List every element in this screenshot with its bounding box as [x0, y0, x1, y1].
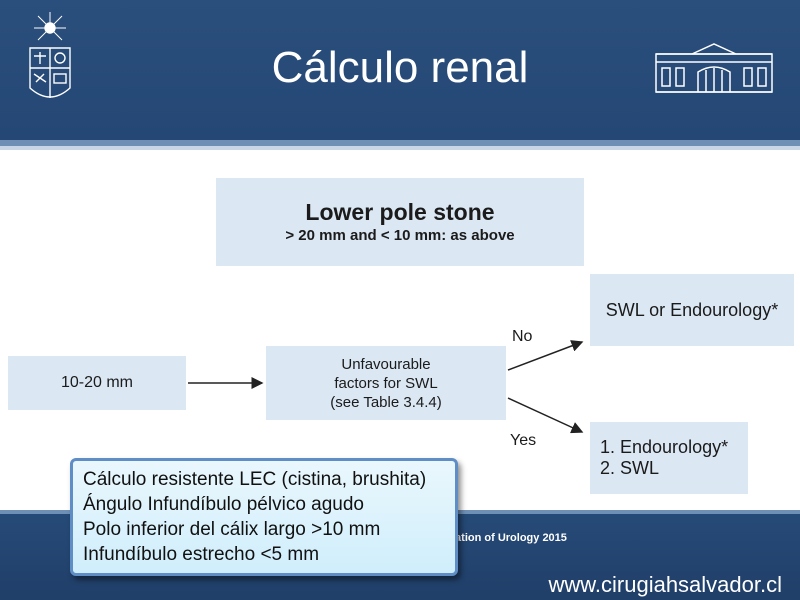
header-divider-light [0, 146, 800, 150]
factors-line-2: factors for SWL [334, 374, 438, 392]
source-citation: iation of Urology 2015 [452, 532, 567, 544]
slide-title: Cálculo renal [271, 43, 529, 92]
callout-line-2: Ángulo Infundíbulo pélvico agudo [83, 494, 365, 515]
size-range-label: 10-20 mm [60, 374, 134, 391]
building-facade-icon [655, 43, 773, 93]
arrow-factors-to-yes [507, 397, 584, 434]
no-outcome-box: SWL or Endourology* [590, 274, 794, 346]
website-url: www.cirugiahsalvador.cl [548, 572, 782, 597]
no-edge-label: No [512, 328, 533, 345]
header-band [0, 0, 800, 140]
risk-factors-callout: Cálculo resistente LEC (cistina, brushit… [70, 458, 458, 576]
yes-outcome-line-2: 2. SWL [600, 458, 660, 478]
size-range-box: 10-20 mm [8, 356, 186, 410]
callout-line-4: Infundíbulo estrecho <5 mm [83, 544, 320, 565]
unfavourable-factors-box: Unfavourable factors for SWL (see Table … [266, 346, 506, 420]
yes-outcome-line-1: 1. Endourology* [600, 437, 729, 457]
lower-pole-stone-box: Lower pole stone > 20 mm and < 10 mm: as… [216, 178, 584, 266]
header-divider [0, 140, 800, 146]
callout-line-1: Cálculo resistente LEC (cistina, brushit… [83, 469, 427, 490]
no-outcome-label: SWL or Endourology* [605, 299, 779, 320]
yes-outcome-box: 1. Endourology* 2. SWL [590, 422, 748, 494]
yes-edge-label: Yes [510, 432, 537, 449]
lower-pole-stone-title: Lower pole stone [305, 199, 495, 225]
callout-line-3: Polo inferior del cálix largo >10 mm [83, 519, 381, 540]
factors-line-1: Unfavourable [341, 355, 431, 373]
lower-pole-stone-subtitle: > 20 mm and < 10 mm: as above [285, 227, 515, 244]
university-crest-icon [29, 12, 71, 98]
factors-line-3: (see Table 3.4.4) [330, 393, 442, 411]
arrow-factors-to-no [507, 340, 584, 371]
